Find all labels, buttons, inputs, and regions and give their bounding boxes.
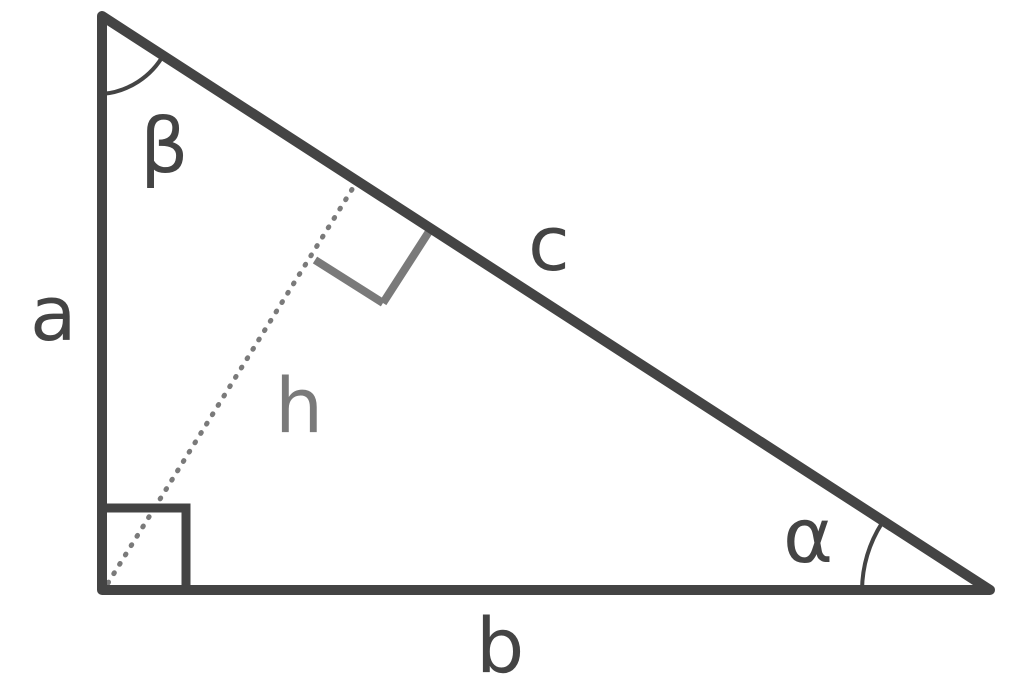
label-beta: β [140,101,189,190]
label-a: a [30,269,77,358]
label-h: h [275,361,323,450]
label-c: c [528,199,570,288]
right-angle-marker [102,503,191,590]
label-alpha: α [783,491,833,580]
triangle-outline [97,11,995,595]
altitude-h-dotted [105,180,359,586]
altitude-right-angle-marker-a [312,256,386,307]
altitude-right-angle-marker-b [379,227,434,306]
angle-beta-arc [101,53,166,96]
label-b: b [476,601,524,683]
angle-alpha-arc [860,521,884,591]
